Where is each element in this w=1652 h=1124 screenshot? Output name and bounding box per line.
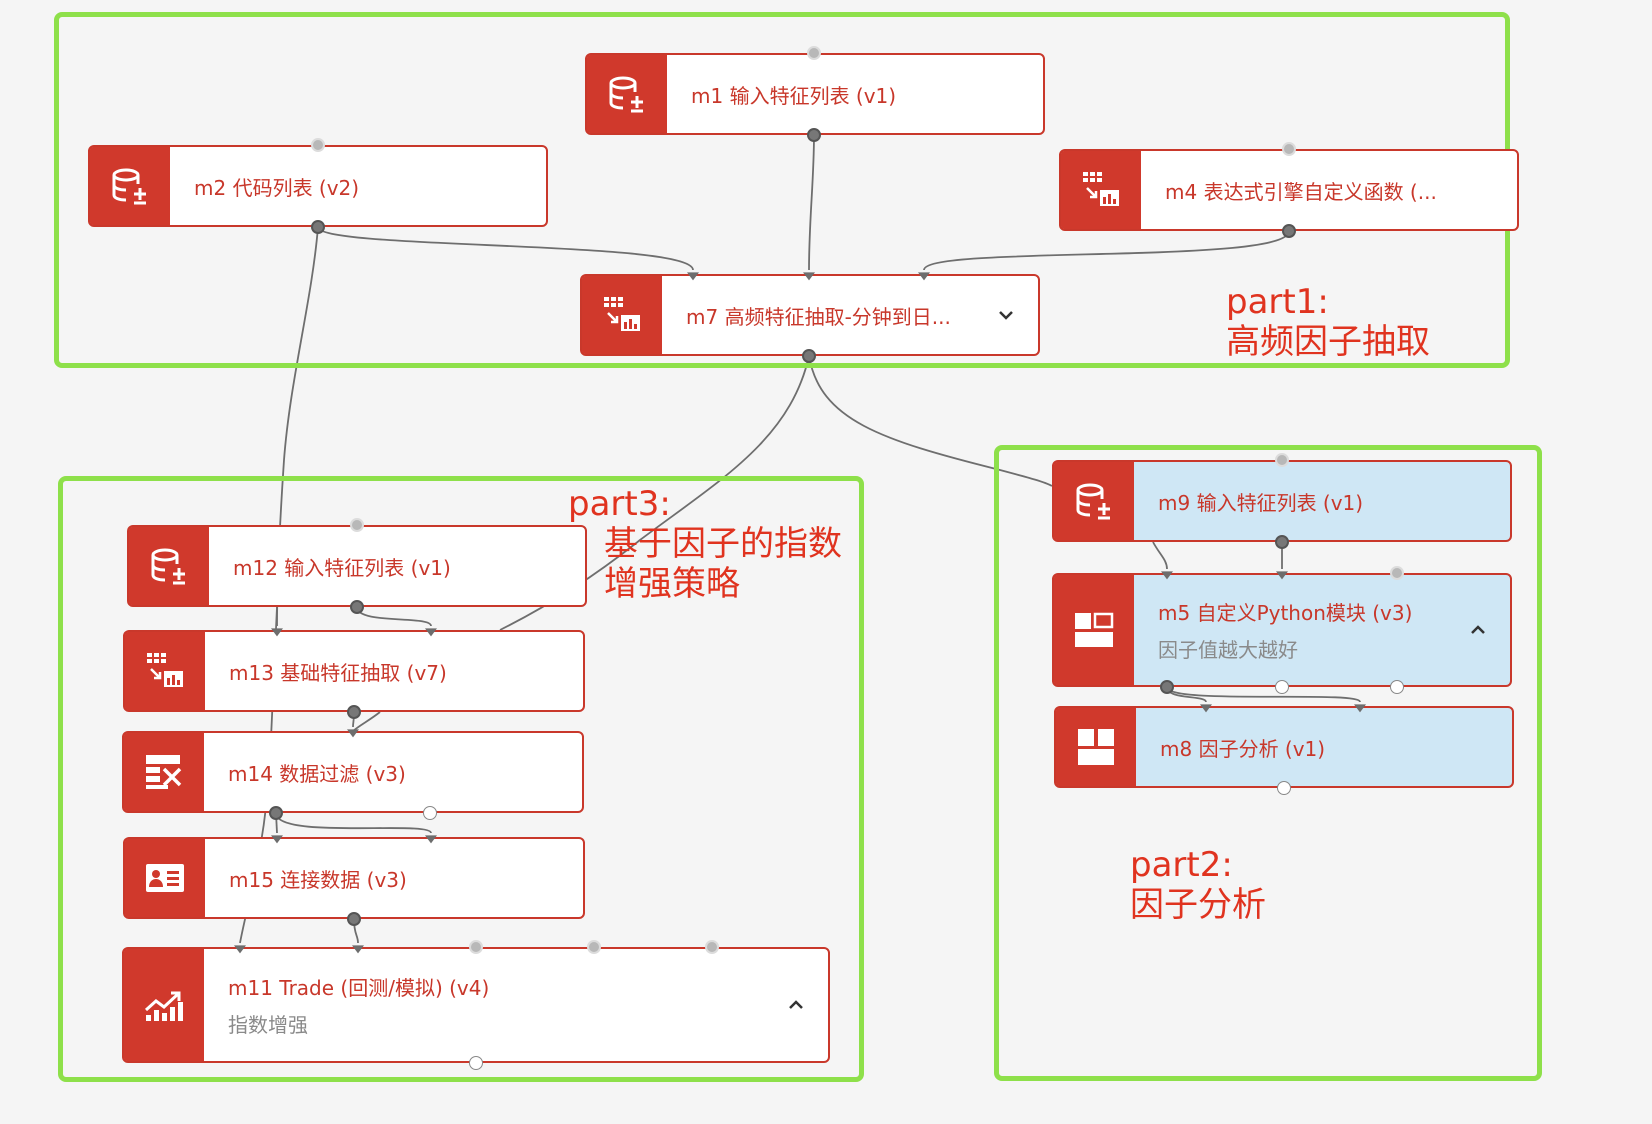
node-m2-input-port[interactable] [311, 138, 325, 152]
note-part3-title: part3: [568, 484, 671, 524]
layout-quad-icon [1056, 708, 1136, 786]
node-m15-title: m15 连接数据 (v3) [229, 867, 407, 892]
node-m15-input-port[interactable] [425, 835, 437, 844]
group-part2 [994, 445, 1542, 1081]
node-m15-input-port[interactable] [271, 835, 283, 844]
note-part3-text: 基于因子的指数 [604, 524, 842, 564]
node-m1[interactable]: m1 输入特征列表 (v1) [585, 53, 1045, 135]
group-part3 [58, 476, 864, 1082]
note-part2-title: part2: [1130, 845, 1233, 885]
node-m13-input-port[interactable] [271, 628, 283, 637]
id-card-icon [125, 839, 205, 917]
node-m7-title: m7 高频特征抽取-分钟到日... [686, 304, 951, 329]
node-m13-title: m13 基础特征抽取 (v7) [229, 660, 447, 685]
node-m7-input-port[interactable] [918, 272, 930, 281]
node-m5-output-port[interactable] [1160, 680, 1174, 694]
note-part1-title: part1: [1226, 282, 1329, 322]
grid-chart-icon [125, 632, 205, 710]
node-m1-output-port[interactable] [807, 128, 821, 142]
database-add-icon [129, 527, 209, 605]
node-m5-title: m5 自定义Python模块 (v3) [1158, 601, 1413, 625]
node-m8-output-port[interactable] [1277, 781, 1291, 795]
node-m11-output-port[interactable] [469, 1056, 483, 1070]
node-m1-input-port[interactable] [807, 46, 821, 60]
node-m12-title: m12 输入特征列表 (v1) [233, 555, 451, 580]
node-m7-output-port[interactable] [802, 349, 816, 363]
node-m14-output-port[interactable] [269, 806, 283, 820]
node-m11-input-port[interactable] [469, 940, 483, 954]
node-m11[interactable]: m11 Trade (回测/模拟) (v4) 指数增强 [122, 947, 830, 1063]
node-m5-input-port[interactable] [1390, 566, 1404, 580]
chevron-up-icon[interactable] [784, 993, 808, 1017]
node-m4[interactable]: m4 表达式引擎自定义函数 (... [1059, 149, 1519, 231]
node-m2-title: m2 代码列表 (v2) [194, 175, 360, 200]
note-part1: part1: 高频因子抽取 [1226, 282, 1430, 362]
database-add-icon [587, 55, 667, 133]
node-m12[interactable]: m12 输入特征列表 (v1) [127, 525, 587, 607]
node-m14-input-port[interactable] [347, 729, 359, 738]
node-m11-input-port[interactable] [352, 945, 364, 954]
grid-chart-icon [582, 276, 662, 354]
note-part1-text: 高频因子抽取 [1226, 322, 1430, 362]
node-m12-output-port[interactable] [350, 600, 364, 614]
node-m9-input-port[interactable] [1275, 453, 1289, 467]
node-m9-output-port[interactable] [1275, 535, 1289, 549]
note-part3: part3: 基于因子的指数 增强策略 [568, 484, 842, 604]
node-m11-input-port[interactable] [587, 940, 601, 954]
node-m12-input-port[interactable] [350, 518, 364, 532]
table-tools-icon [124, 733, 204, 811]
node-m4-title: m4 表达式引擎自定义函数 (... [1165, 179, 1437, 204]
layout-blocks-icon [1054, 575, 1134, 685]
node-m2-output-port[interactable] [311, 220, 325, 234]
node-m13-input-port[interactable] [425, 628, 437, 637]
node-m7-input-port[interactable] [687, 272, 699, 281]
node-m11-subtitle: 指数增强 [228, 1013, 308, 1037]
node-m15[interactable]: m15 连接数据 (v3) [123, 837, 585, 919]
node-m14-title: m14 数据过滤 (v3) [228, 761, 406, 786]
node-m9-title: m9 输入特征列表 (v1) [1158, 490, 1364, 515]
node-m14-output-port[interactable] [423, 806, 437, 820]
node-m11-input-port[interactable] [705, 940, 719, 954]
node-m13[interactable]: m13 基础特征抽取 (v7) [123, 630, 585, 712]
node-m5-output-port[interactable] [1275, 680, 1289, 694]
node-m7[interactable]: m7 高频特征抽取-分钟到日... [580, 274, 1040, 356]
node-m4-output-port[interactable] [1282, 224, 1296, 238]
node-m4-input-port[interactable] [1282, 142, 1296, 156]
node-m15-output-port[interactable] [347, 912, 361, 926]
node-m13-output-port[interactable] [347, 705, 361, 719]
node-m8-input-port[interactable] [1200, 704, 1212, 713]
note-part3-text-2: 增强策略 [604, 564, 740, 604]
node-m14[interactable]: m14 数据过滤 (v3) [122, 731, 584, 813]
node-m2[interactable]: m2 代码列表 (v2) [88, 145, 548, 227]
database-add-icon [1054, 462, 1134, 540]
node-m1-title: m1 输入特征列表 (v1) [691, 83, 897, 108]
node-m8-title: m8 因子分析 (v1) [1160, 736, 1326, 761]
note-part2-text: 因子分析 [1130, 885, 1266, 925]
chevron-down-icon[interactable] [994, 303, 1018, 327]
node-m7-input-port[interactable] [803, 272, 815, 281]
grid-chart-icon [1061, 151, 1141, 229]
note-part2: part2: 因子分析 [1130, 845, 1266, 925]
node-m5-output-port[interactable] [1390, 680, 1404, 694]
node-m5-subtitle: 因子值越大越好 [1158, 638, 1298, 662]
node-m11-title: m11 Trade (回测/模拟) (v4) [228, 976, 490, 1000]
node-m5-input-port[interactable] [1276, 571, 1288, 580]
node-m11-input-port[interactable] [234, 945, 246, 954]
node-m8-input-port[interactable] [1354, 704, 1366, 713]
chevron-up-icon[interactable] [1466, 618, 1490, 642]
node-m9[interactable]: m9 输入特征列表 (v1) [1052, 460, 1512, 542]
database-add-icon [90, 147, 170, 225]
node-m5-input-port[interactable] [1161, 571, 1173, 580]
trend-chart-icon [124, 949, 204, 1061]
node-m8[interactable]: m8 因子分析 (v1) [1054, 706, 1514, 788]
node-m5[interactable]: m5 自定义Python模块 (v3) 因子值越大越好 [1052, 573, 1512, 687]
